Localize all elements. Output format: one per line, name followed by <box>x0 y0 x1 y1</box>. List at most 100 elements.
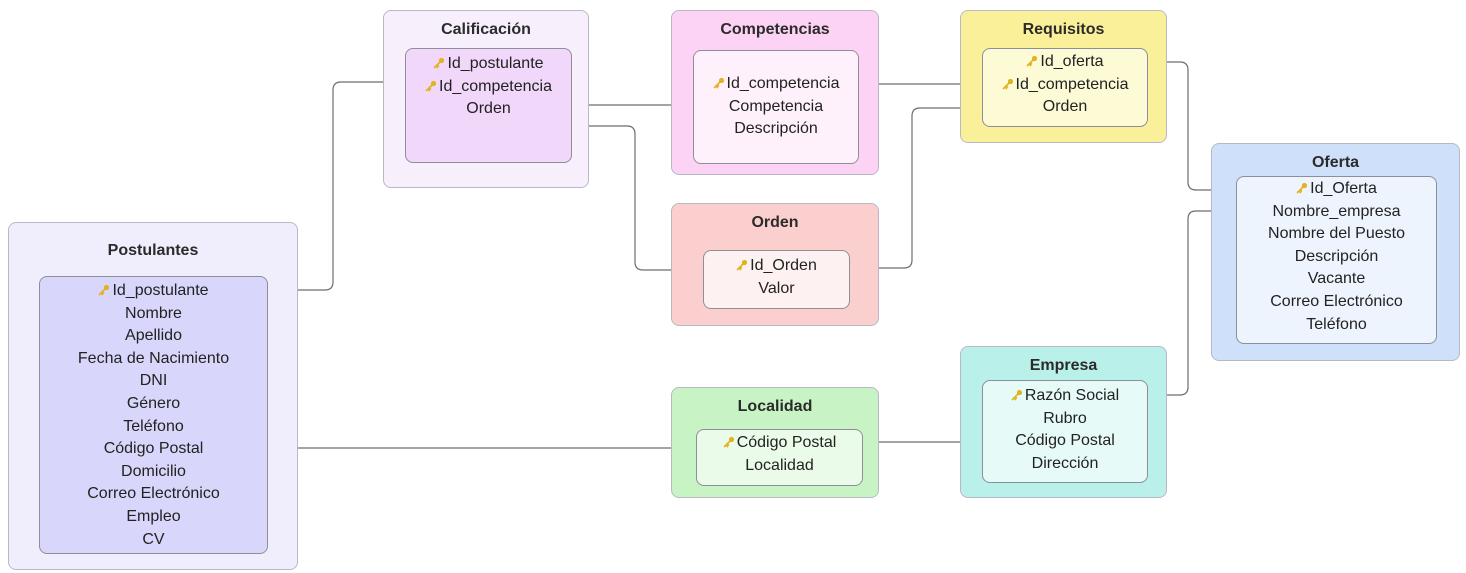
entity-oferta[interactable]: Oferta Id_Oferta Nombre_empresa Nombre d… <box>1211 143 1460 361</box>
attribute-row: Orden <box>406 98 571 121</box>
key-icon <box>713 74 725 89</box>
attribute-label: Id_Orden <box>750 257 817 274</box>
attribute-label: Código Postal <box>736 434 837 451</box>
attribute-row: Vacante <box>1237 268 1436 291</box>
entity-competencias[interactable]: Competencias Id_competencia Competencia … <box>671 10 879 175</box>
key-icon <box>98 281 110 296</box>
attribute-label: DNI <box>139 372 168 390</box>
entity-title: Empresa <box>1029 357 1098 374</box>
attribute-label: Descripción <box>1294 247 1379 265</box>
attribute-label: Dirección <box>1031 454 1099 472</box>
attribute-label: Vacante <box>1307 270 1366 288</box>
attribute-row: Código Postal <box>697 432 862 455</box>
entity-attributes: Id_postulante Nombre Apellido Fecha de N… <box>39 276 268 554</box>
attribute-row: Orden <box>983 96 1147 119</box>
attribute-label: Orden <box>466 100 511 118</box>
attribute-row: Teléfono <box>40 416 267 439</box>
attribute-row: Razón Social <box>983 385 1147 408</box>
attribute-row: Fecha de Nacimiento <box>40 348 267 371</box>
attribute-row: Id_Orden <box>704 255 849 278</box>
key-icon <box>723 433 735 448</box>
entity-empresa[interactable]: Empresa Razón Social Rubro Código Postal… <box>960 346 1167 498</box>
attribute-row: Apellido <box>40 325 267 348</box>
key-icon <box>425 77 437 91</box>
entity-attributes: Id_Oferta Nombre_empresa Nombre del Pues… <box>1236 176 1437 344</box>
key-icon <box>1011 386 1023 401</box>
attribute-label: Código Postal <box>103 440 204 458</box>
attribute-row: Id_postulante <box>406 53 571 76</box>
attribute-row: Domicilio <box>40 461 267 484</box>
entity-attributes: Id_competencia Competencia Descripción <box>693 50 859 164</box>
attribute-label: Correo Electrónico <box>87 485 220 503</box>
attribute-row: Id_competencia <box>983 74 1147 97</box>
attribute-label: Fecha de Nacimiento <box>77 349 230 367</box>
entity-title: Localidad <box>737 398 813 415</box>
attribute-label: Nombre <box>125 304 182 322</box>
attribute-row: Rubro <box>983 408 1147 431</box>
entity-title: Orden <box>751 214 799 231</box>
entity-attributes: Id_postulante Id_competencia Orden <box>405 48 572 163</box>
entity-title: Postulantes <box>107 242 199 259</box>
attribute-label: Apellido <box>125 327 182 345</box>
attribute-label: Localidad <box>745 456 814 474</box>
key-icon <box>736 256 748 271</box>
attribute-label: Empleo <box>126 507 181 525</box>
rel-requisitos-oferta <box>1147 61 1236 191</box>
entity-postulantes[interactable]: Postulantes Id_postulante Nombre Apellid… <box>8 222 298 570</box>
attribute-label: Valor <box>758 279 795 297</box>
attribute-row: Id_competencia <box>694 73 858 96</box>
attribute-row: Empleo <box>40 506 267 529</box>
attribute-row: Competencia <box>694 96 858 119</box>
rel-calificacion-orden <box>571 125 703 271</box>
attribute-label: Id_postulante <box>112 282 209 299</box>
attribute-row: Código Postal <box>40 438 267 461</box>
attribute-row: Id_competencia <box>406 76 571 99</box>
entity-orden[interactable]: Orden Id_Orden Valor <box>671 203 879 326</box>
attribute-row: Nombre <box>40 303 267 326</box>
rel-empresa-oferta <box>1147 210 1236 396</box>
entity-title: Competencias <box>720 21 830 38</box>
entity-localidad[interactable]: Localidad Código Postal Localidad <box>671 387 879 498</box>
entity-attributes: Id_oferta Id_competencia Orden <box>982 48 1148 127</box>
attribute-label: Nombre del Puesto <box>1268 225 1405 243</box>
attribute-row: Teléfono <box>1237 314 1436 337</box>
attribute-row: DNI <box>40 370 267 393</box>
attribute-row: Nombre_empresa <box>1237 201 1436 224</box>
attribute-label: Rubro <box>1043 409 1087 427</box>
key-icon <box>433 54 445 69</box>
attribute-label: Domicilio <box>121 462 186 480</box>
attribute-label: Id_postulante <box>447 55 544 72</box>
attribute-row: CV <box>40 529 267 552</box>
attribute-label: CV <box>142 530 165 548</box>
attribute-label: Descripción <box>734 120 818 138</box>
attribute-row: Descripción <box>1237 246 1436 269</box>
attribute-row: Id_Oferta <box>1237 178 1436 201</box>
attribute-label: Competencia <box>728 97 824 115</box>
attribute-label: Id_oferta <box>1040 53 1104 70</box>
attribute-row: Nombre del Puesto <box>1237 223 1436 246</box>
attribute-label: Razón Social <box>1024 387 1120 404</box>
rel-orden-requisitos <box>848 107 981 269</box>
attribute-label: Correo Electrónico <box>1270 292 1403 310</box>
entity-title: Calificación <box>441 21 531 38</box>
attribute-label: Género <box>126 394 181 412</box>
key-icon <box>1026 52 1038 67</box>
attribute-row: Género <box>40 393 267 416</box>
entity-calificacion[interactable]: Calificación Id_postulante Id_competenci… <box>383 10 589 188</box>
attribute-row: Valor <box>704 278 849 301</box>
rel-postulantes-calificacion <box>267 81 405 291</box>
attribute-label: Teléfono <box>123 417 184 435</box>
attribute-row: Descripción <box>694 118 858 141</box>
attribute-row: Id_oferta <box>983 51 1147 74</box>
attribute-label: Nombre_empresa <box>1272 202 1401 220</box>
attribute-label: Teléfono <box>1306 315 1367 333</box>
attribute-label: Id_Oferta <box>1310 180 1377 197</box>
attribute-label: Código Postal <box>1015 432 1115 450</box>
attribute-label: Id_competencia <box>1015 75 1129 93</box>
attribute-row: Localidad <box>697 455 862 478</box>
attribute-row: Dirección <box>983 453 1147 476</box>
entity-attributes: Id_Orden Valor <box>703 250 850 309</box>
entity-attributes: Código Postal Localidad <box>696 429 863 486</box>
entity-requisitos[interactable]: Requisitos Id_oferta Id_competencia Orde… <box>960 10 1167 143</box>
